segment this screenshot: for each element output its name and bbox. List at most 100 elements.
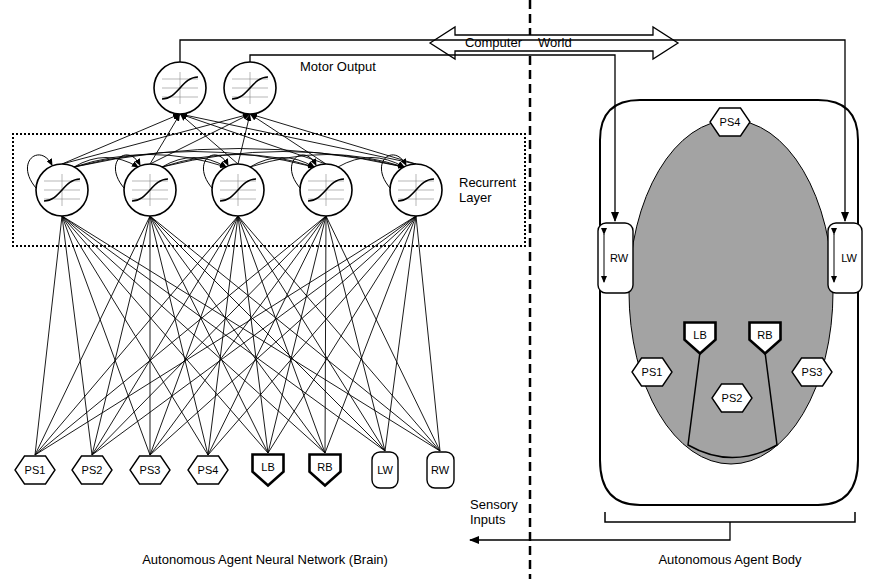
bumper-sensor-field <box>688 352 777 458</box>
sigmoid-curve <box>44 179 80 201</box>
node-label: PS1 <box>642 366 663 379</box>
sigmoid-curve <box>132 179 168 201</box>
neuron-circle <box>224 62 276 114</box>
synapse-line <box>150 216 151 455</box>
wheel-node: LW <box>371 451 399 489</box>
synapse-line <box>62 216 440 451</box>
node-label: LB <box>261 461 274 474</box>
synapse-line <box>238 216 385 451</box>
node-label: PS2 <box>82 464 103 477</box>
wheel-node: RW <box>426 451 455 489</box>
sensor-node: PS4 <box>709 107 751 137</box>
motor-wire <box>180 40 845 221</box>
node-outline <box>15 456 55 484</box>
synapse-line <box>251 114 416 164</box>
sensor-node: PS1 <box>631 357 673 387</box>
synapse-line <box>416 216 440 451</box>
synapse-line <box>150 216 416 455</box>
synapse-line <box>268 216 326 453</box>
node-outline <box>598 223 633 293</box>
wheel-node: RW <box>597 222 634 294</box>
synapse-line <box>238 115 250 164</box>
node-outline <box>372 452 398 488</box>
node-outline <box>750 323 781 354</box>
synapse-line <box>150 216 385 451</box>
network-drawing <box>27 62 442 455</box>
node-outline <box>792 358 832 386</box>
node-label: RB <box>317 461 332 474</box>
recurrent-arc <box>338 158 404 168</box>
sensor-node: PS3 <box>791 357 833 387</box>
wheel-arrow <box>834 234 835 282</box>
synapse-line <box>62 216 92 455</box>
node-outline <box>427 452 454 488</box>
node-label: RW <box>431 464 449 477</box>
sigmoid-curve <box>220 179 256 201</box>
agent-body-outline <box>600 100 858 505</box>
node-label: PS3 <box>140 464 161 477</box>
layer-label: Recurrent Layer <box>459 175 519 205</box>
synapse-line <box>326 216 440 451</box>
sigmoid-curve <box>308 179 344 201</box>
double-arrow <box>430 27 678 59</box>
node-outline <box>710 108 750 136</box>
synapse-line <box>92 216 238 455</box>
motor-wire <box>250 55 615 221</box>
synapse-line <box>150 216 325 453</box>
sensor-node: PS2 <box>71 455 113 485</box>
node-label: PS2 <box>722 392 743 405</box>
synapse-line <box>35 216 416 455</box>
node-label: LW <box>377 464 393 477</box>
sigmoid-curve <box>162 77 198 99</box>
node-outline <box>253 455 284 486</box>
synapse-line <box>35 216 62 455</box>
wheel-arrow <box>603 234 604 282</box>
bumper-node: RB <box>308 453 342 487</box>
synapse-line <box>238 216 440 451</box>
sensor-node: PS4 <box>187 455 229 485</box>
text-label: Autonomous Agent Body <box>658 552 801 567</box>
recurrent-arc <box>162 152 404 168</box>
synapse-line <box>208 216 238 455</box>
synapse-line <box>325 216 326 453</box>
sensory-wire <box>470 522 730 540</box>
synapse-line <box>150 216 208 455</box>
node-outline <box>310 455 341 486</box>
text-label: Computer <box>465 35 522 50</box>
text-label: Motor Output <box>300 59 376 74</box>
node-label: RB <box>757 329 772 342</box>
node-label: PS4 <box>198 464 219 477</box>
body-bracket <box>605 512 855 522</box>
synapse-line <box>181 114 326 164</box>
node-outline <box>130 456 170 484</box>
neuron-circle <box>390 164 442 216</box>
synapse-line <box>150 114 249 164</box>
divider-line <box>529 0 532 579</box>
neuron-circle <box>36 164 88 216</box>
sensor-node: PS1 <box>14 455 56 485</box>
node-outline <box>188 456 228 484</box>
synapse-line <box>62 216 150 455</box>
node-label: PS3 <box>802 366 823 379</box>
text-label: Sensory Inputs <box>470 497 526 527</box>
bumper-node: LB <box>251 453 285 487</box>
neuron-circle <box>212 164 264 216</box>
bumper-node: LB <box>683 321 717 355</box>
synapse-line <box>35 216 238 455</box>
synapse-line <box>150 216 440 451</box>
node-outline <box>685 323 716 354</box>
sigmoid-curve <box>232 77 268 99</box>
synapse-line <box>92 216 326 455</box>
synapse-line <box>268 216 416 453</box>
node-label: LB <box>693 329 706 342</box>
bumper-node: RB <box>748 321 782 355</box>
synapse-line <box>326 216 385 451</box>
node-label: PS1 <box>25 464 46 477</box>
node-outline <box>828 223 862 293</box>
sensor-node: PS3 <box>129 455 171 485</box>
node-outline <box>72 456 112 484</box>
sigmoid-curve <box>398 179 434 201</box>
synapse-line <box>385 216 416 451</box>
